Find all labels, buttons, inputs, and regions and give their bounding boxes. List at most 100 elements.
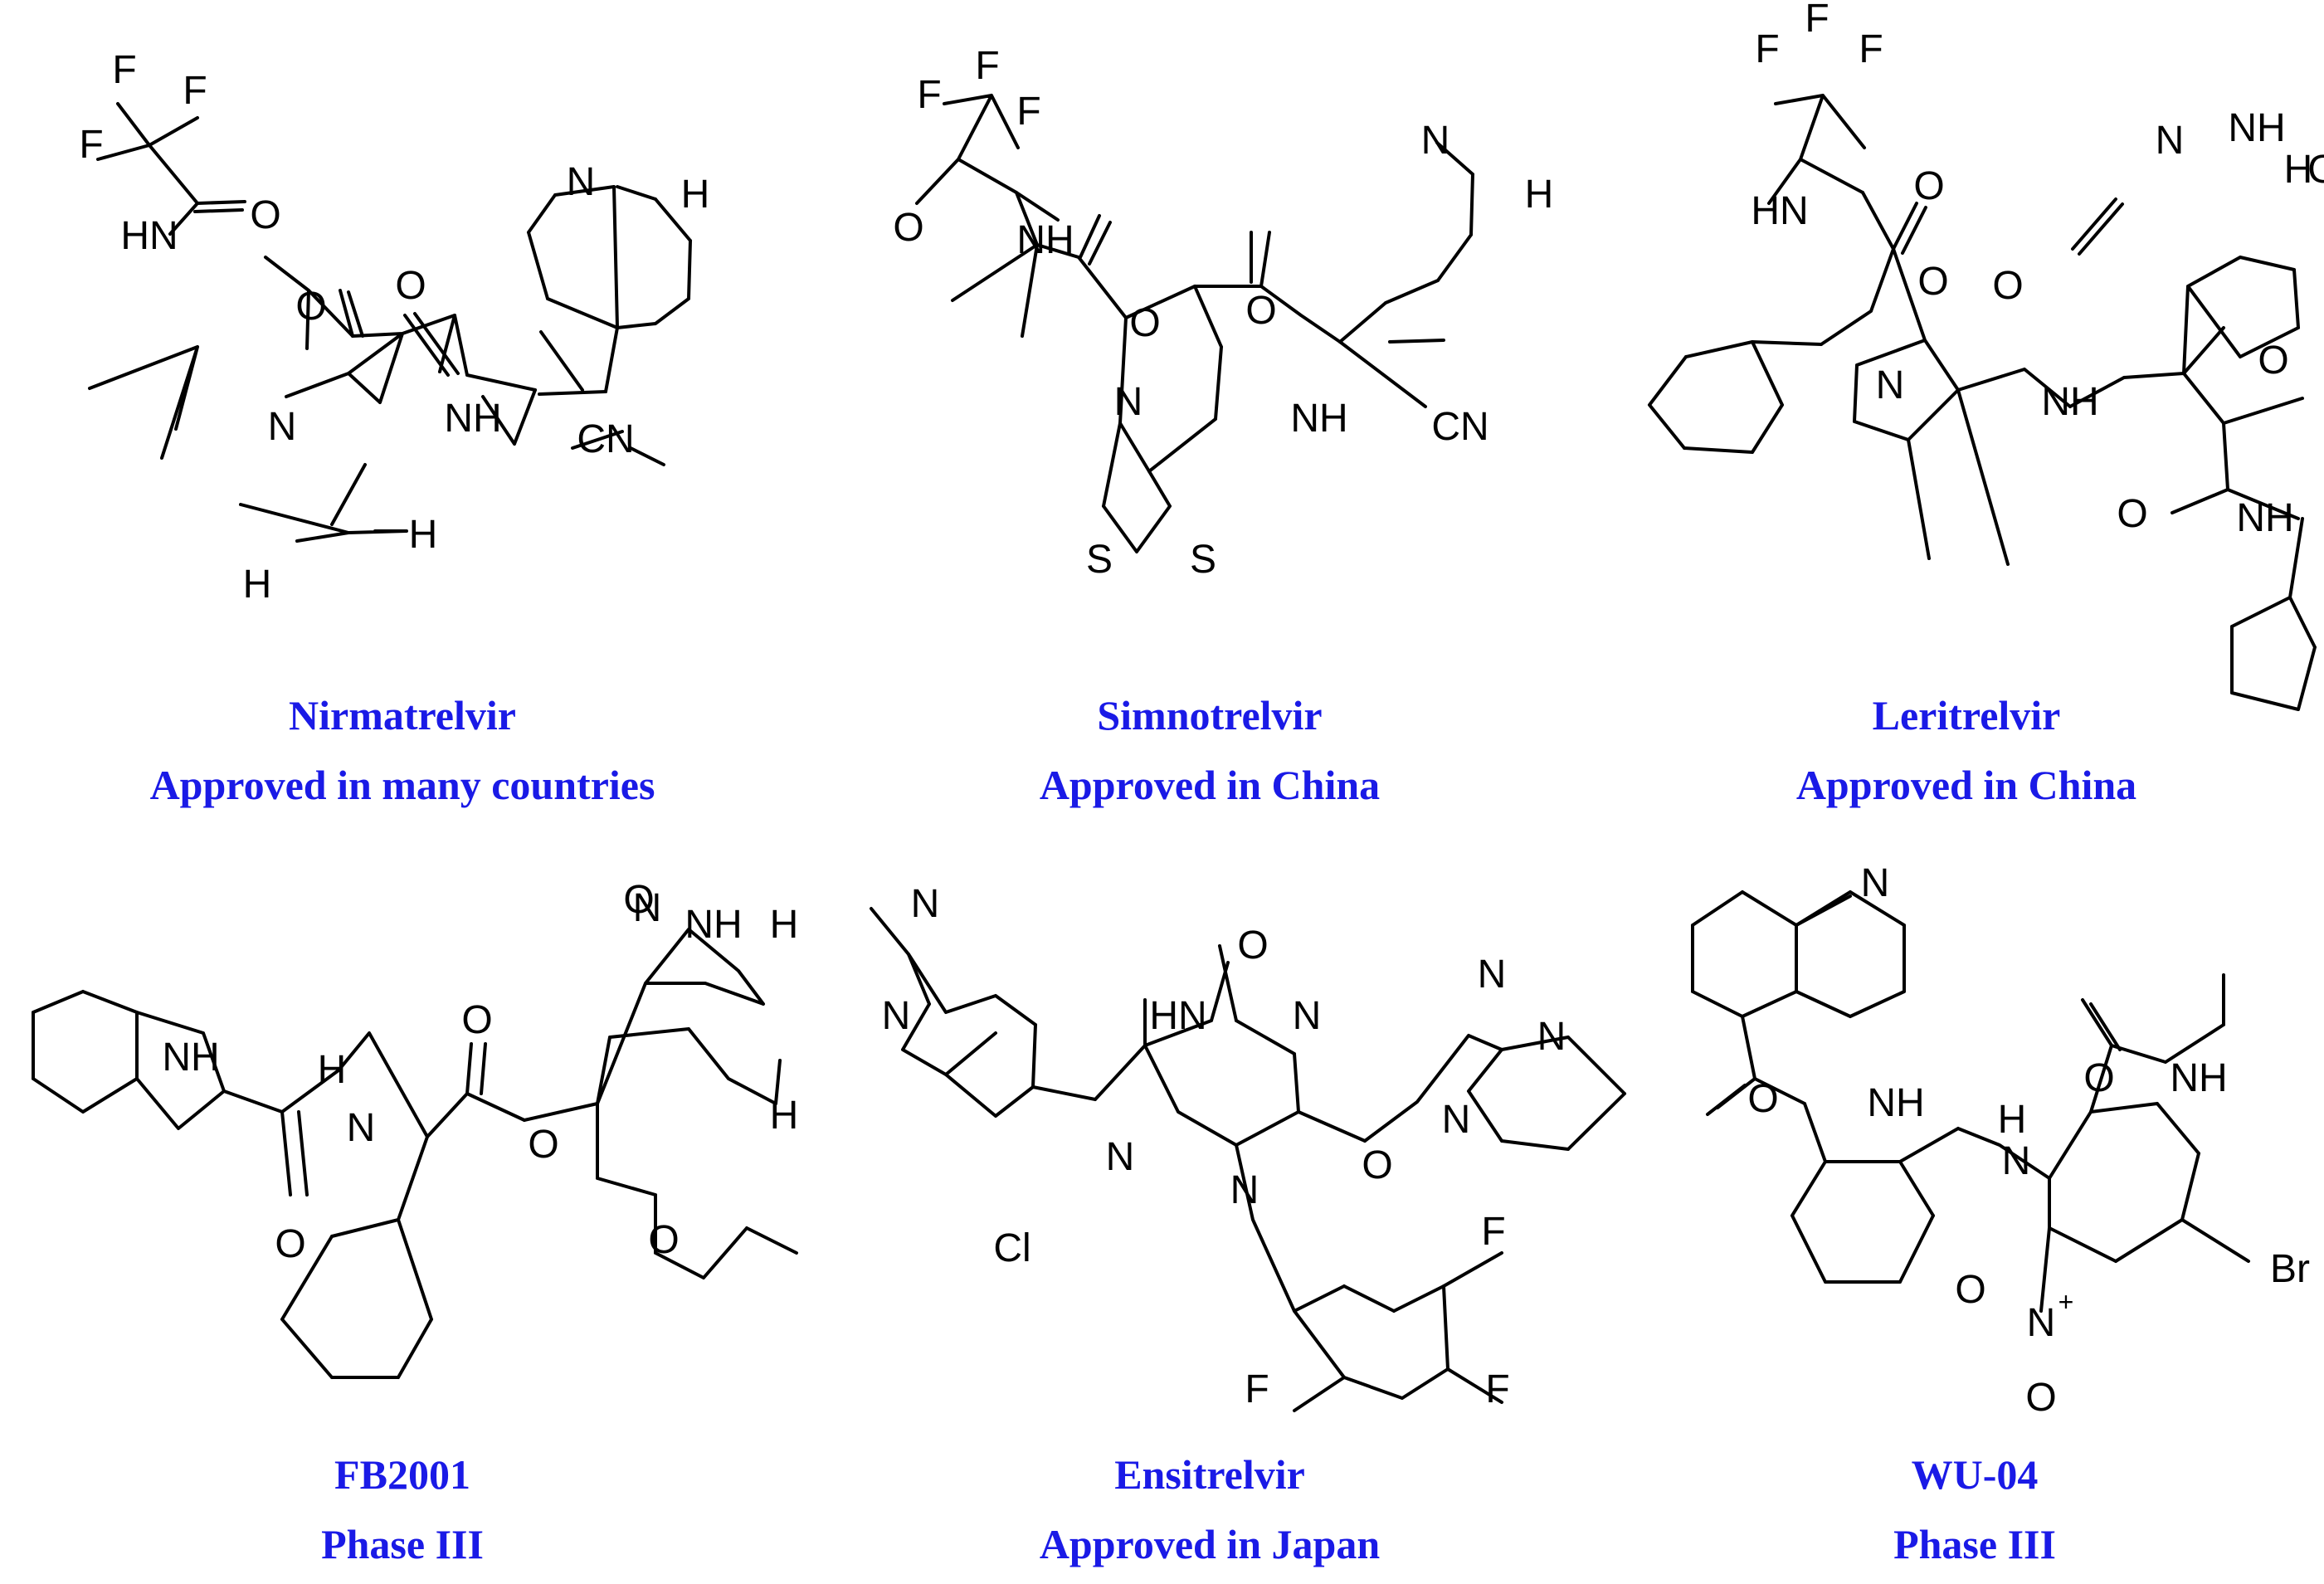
approval-status: Approved in Japan [1039,1521,1381,1567]
fb2001-atom-nh: NH [162,1036,219,1080]
compound-name: Simnotrelvir [1097,692,1323,738]
approval-status: Approved in many countries [149,762,655,808]
simnotrelvir-atom-o: O [1245,289,1276,333]
leritrelvir-atom-o: O [1913,164,1944,208]
leritrelvir-atom-n: N [2156,119,2185,163]
approval-status: Approved in China [1795,762,2137,808]
nirmatrelvir-atom-f: F [183,69,207,113]
approval-status: Approved in China [1039,762,1381,808]
nirmatrelvir-atom-o: O [295,285,326,329]
nirmatrelvir-atom-hn: HN [120,214,178,258]
ensitrelvir-atom-o: O [1362,1143,1392,1187]
approval-status: Phase III [1893,1521,2056,1567]
wu04-structure [1691,890,2250,1313]
fb2001-atom-n: N [633,886,662,930]
leritrelvir-atom-o: O [2258,339,2288,383]
simnotrelvir-atom-nh: NH [1290,397,1347,441]
fb2001-atom-o: O [461,998,492,1042]
wu04-atom-nh: NH [1867,1081,1924,1125]
leritrelvir-atom-o: O [1917,260,1948,304]
simnotrelvir-atom-n: N [1421,119,1450,163]
nirmatrelvir-atom-o: O [250,193,280,237]
leritrelvir-atom-o: O [1992,264,2023,308]
nirmatrelvir-atom-o: O [395,264,426,308]
ensitrelvir-atom-hn: HN [1149,994,1206,1038]
ensitrelvir-atom-f: F [1485,1367,1509,1411]
nirmatrelvir-atom-h: H [681,173,710,217]
compound-name: FB2001 [334,1451,470,1498]
leritrelvir-structure [1648,94,2317,711]
fb2001-atom-h: H [770,1094,799,1138]
simnotrelvir-atom-o: O [1129,301,1160,345]
compound-caption-fb2001: FB2001 Phase III [0,1440,817,1579]
wu04-atom-nh: NH [2170,1056,2227,1100]
ensitrelvir-atom-o: O [1237,924,1268,967]
nirmatrelvir-structure [88,102,692,543]
fb2001-atom-h: H [318,1048,347,1092]
simnotrelvir-atom-f: F [917,73,941,117]
leritrelvir-atom-o: O [2117,492,2147,536]
ensitrelvir-atom-n: N [1478,953,1507,997]
fb2001-atom-o: O [623,878,654,922]
ensitrelvir-atom-n: N [882,994,911,1038]
approval-status: Phase III [321,1521,484,1567]
simnotrelvir-atom-n: N [1114,380,1143,424]
simnotrelvir-atom-s: S [1086,538,1113,582]
leritrelvir-atom-nh: NH [2228,106,2285,150]
nirmatrelvir-atom-h: H [243,563,272,607]
fb2001-atom-h: H [770,903,799,947]
ensitrelvir-structure [870,907,1626,1412]
fb2001-structure [32,928,798,1379]
compound-caption-ensitrelvir: Ensitrelvir Approved in Japan [795,1440,1625,1579]
compound-name: Nirmatrelvir [289,692,516,738]
leritrelvir-atom-nh: NH [2236,496,2293,540]
simnotrelvir-atom-h: H [1525,173,1554,217]
wu04-atom-n: N [2027,1301,2056,1345]
fb2001-atom-nh: NH [685,903,742,947]
compound-caption-leritrelvir: Leritrelvir Approved in China [1552,680,2324,820]
wu04-atom-h: H [1998,1098,2027,1142]
nirmatrelvir-atom-h: H [409,513,438,557]
wu04-atom-o: O [1747,1077,1778,1121]
wu04-atom-o: O [2083,1056,2114,1100]
fb2001-atom-n: N [347,1106,376,1150]
wu04-atom-n: N [1861,861,1890,905]
simnotrelvir-atom-s: S [1190,538,1216,582]
simnotrelvir-structure [915,94,1474,553]
ensitrelvir-atom-n: N [1106,1135,1135,1179]
wu04-atom-o: O [1955,1268,1985,1312]
compound-caption-nirmatrelvir: Nirmatrelvir Approved in many countries [0,680,817,820]
compound-name: WU-04 [1911,1451,2039,1498]
leritrelvir-atom-f: F [1859,27,1883,71]
wu04-atom-plus: + [2058,1287,2074,1317]
nirmatrelvir-atom-n: N [268,405,297,449]
compound-caption-simnotrelvir: Simnotrelvir Approved in China [795,680,1625,820]
simnotrelvir-atom-cn: CN [1431,405,1488,449]
leritrelvir-atom-h: H [2284,148,2313,192]
ensitrelvir-atom-n: N [1230,1168,1259,1212]
nirmatrelvir-atom-f: F [79,123,103,167]
fb2001-atom-o: O [275,1222,305,1266]
simnotrelvir-atom-nh: NH [1016,218,1074,262]
leritrelvir-atom-n: N [1876,363,1905,407]
fb2001-atom-o: O [528,1123,558,1167]
simnotrelvir-atom-o: O [893,206,923,250]
wu04-atom-n: N [2002,1139,2031,1183]
compound-name: Ensitrelvir [1114,1451,1305,1498]
simnotrelvir-atom-f: F [1016,90,1040,134]
leritrelvir-atom-f: F [1755,27,1779,71]
ensitrelvir-atom-n: N [1537,1015,1566,1059]
leritrelvir-atom-hn: HN [1751,189,1808,233]
leritrelvir-atom-f: F [1805,0,1829,41]
nirmatrelvir-atom-nh: NH [444,397,501,441]
ensitrelvir-atom-n: N [1442,1098,1471,1142]
ensitrelvir-atom-f: F [1245,1367,1269,1411]
compound-name: Leritrelvir [1872,692,2061,738]
leritrelvir-atom-nh: NH [2041,380,2098,424]
nirmatrelvir-atom-f: F [112,48,136,92]
atom-labels: F F F O HN N O O NH N H CN H H F F F O N… [79,0,2324,1420]
nirmatrelvir-atom-n: N [567,160,596,204]
wu04-atom-o: O [2025,1376,2056,1420]
simnotrelvir-atom-f: F [975,44,999,88]
